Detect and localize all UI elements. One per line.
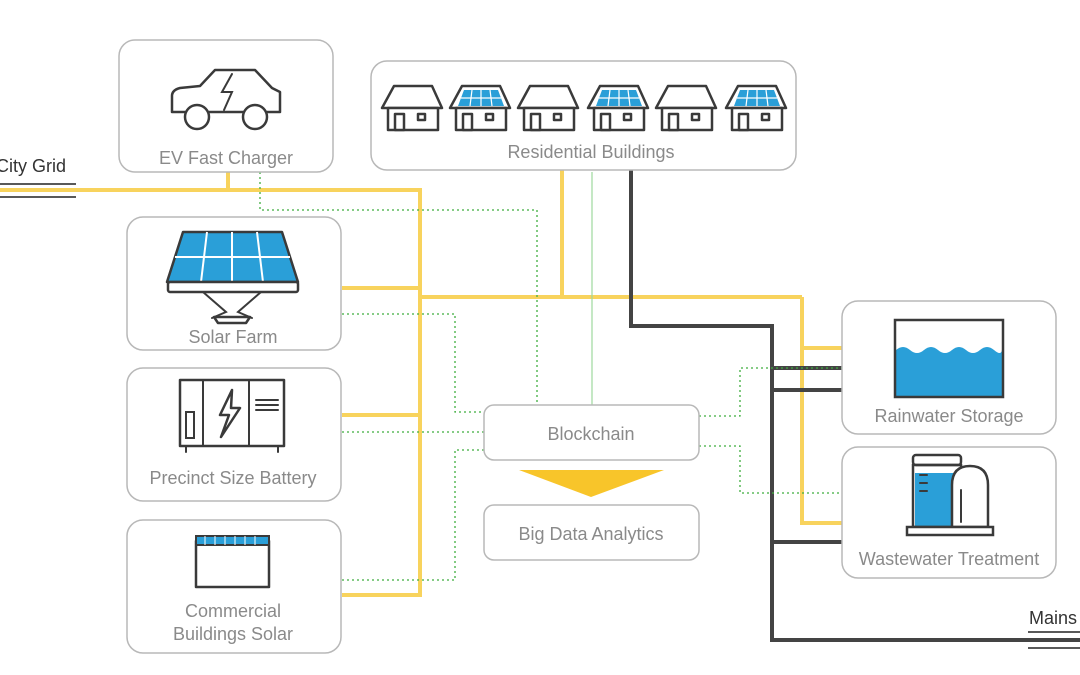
mains-label: Mains — [1029, 608, 1077, 628]
data-lines — [259, 172, 842, 581]
solar-house-icon — [724, 84, 788, 132]
big-data-node: Big Data Analytics — [483, 504, 700, 561]
city-grid-label: City Grid — [0, 156, 66, 176]
commercial-label-line1: Commercial — [185, 601, 281, 621]
solar-panel-icon — [165, 230, 300, 325]
car-icon — [170, 68, 282, 131]
building-solar-icon — [194, 535, 271, 589]
residential-node: Residential Buildings — [370, 60, 797, 171]
residential-label: Residential Buildings — [507, 142, 674, 162]
rainwater-node: Rainwater Storage — [841, 300, 1057, 435]
battery-node: Precinct Size Battery — [126, 367, 342, 502]
arrow-down-icon — [519, 470, 664, 497]
commercial-label-line2: Buildings Solar — [173, 624, 293, 644]
wastewater-node: Wastewater Treatment — [841, 446, 1057, 579]
solar-house-icon — [448, 84, 512, 132]
commercial-node: Commercial Buildings Solar — [126, 519, 342, 654]
blockchain-label: Blockchain — [547, 424, 634, 444]
battery-icon — [178, 378, 286, 453]
rainwater-label: Rainwater Storage — [874, 406, 1023, 426]
battery-label: Precinct Size Battery — [149, 468, 316, 488]
city-grid-connector: City Grid — [0, 156, 76, 198]
ev-charger-node: EV Fast Charger — [118, 39, 334, 173]
treatment-tank-icon — [905, 453, 995, 537]
house-icon — [516, 84, 580, 132]
blockchain-node: Blockchain — [483, 404, 700, 461]
house-icon — [380, 84, 444, 132]
wastewater-label: Wastewater Treatment — [859, 549, 1039, 569]
solar-farm-label: Solar Farm — [188, 327, 277, 347]
water-tank-icon — [893, 318, 1005, 399]
house-icon — [654, 84, 718, 132]
solar-house-icon — [586, 84, 650, 132]
water-lines — [629, 170, 1080, 642]
big-data-label: Big Data Analytics — [518, 524, 663, 544]
solar-farm-node: Solar Farm — [126, 216, 342, 351]
mains-connector: Mains — [1028, 608, 1080, 649]
ev-charger-label: EV Fast Charger — [159, 148, 293, 168]
power-lines — [0, 168, 842, 597]
